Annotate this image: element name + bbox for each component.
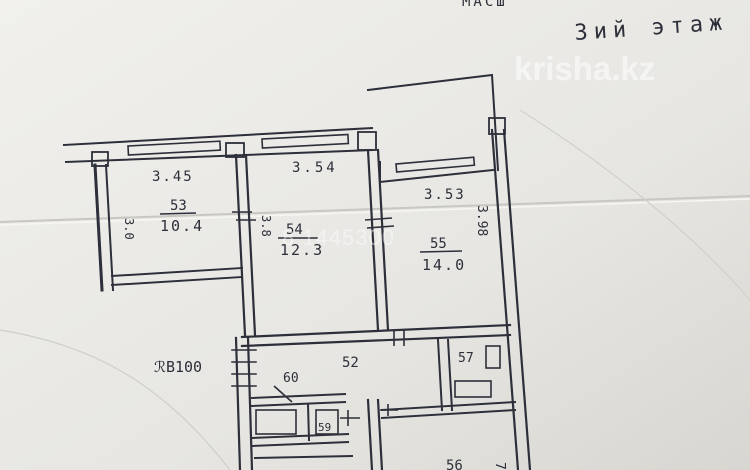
side-mark: 7/ xyxy=(492,462,507,470)
balcony-inner xyxy=(379,161,495,184)
room-60-number: 60 xyxy=(283,371,299,386)
room-53-left-wall-inner xyxy=(104,163,115,292)
room-53-depth: 3.0 xyxy=(122,218,136,240)
door-mark xyxy=(380,404,398,416)
door-mark xyxy=(273,385,293,403)
bathroom-bottom-wall-inner xyxy=(250,440,350,448)
entrance-wall-inner xyxy=(246,336,254,470)
storage-57-wall-inner xyxy=(446,338,454,412)
room-55-fraction-line xyxy=(419,250,463,253)
room-55-labels: 3.53 3.98 55 14.0 xyxy=(419,187,489,274)
toilet xyxy=(315,409,339,435)
room-54-depth: 3.8 xyxy=(259,215,273,237)
room-56-top-wall xyxy=(380,400,517,412)
room-54-number: 54 xyxy=(286,222,303,238)
entrance-door-mark xyxy=(231,349,257,387)
door-marks xyxy=(232,211,405,426)
room-56-left-wall xyxy=(366,398,374,470)
room-55-width: 3.53 xyxy=(424,187,466,203)
room-55-depth: 3.98 xyxy=(474,205,489,236)
wall-53-54 xyxy=(234,153,247,337)
room-53-fraction-line xyxy=(159,212,197,215)
room-53-number: 53 xyxy=(170,198,187,214)
facade-wall-outer xyxy=(62,126,374,147)
room-55-number: 55 xyxy=(430,236,447,252)
room-52-number: 52 xyxy=(342,355,359,371)
paper-fold-line xyxy=(519,109,750,301)
storage-57-fixture xyxy=(454,380,492,398)
wall-54-55 xyxy=(366,148,380,332)
room-56-number: 56 xyxy=(446,458,463,470)
room-56-top-wall-inner xyxy=(380,408,517,420)
balcony-pillar xyxy=(488,117,506,135)
room-57-number: 57 xyxy=(458,351,474,366)
room-53-area: 10.4 xyxy=(160,217,204,235)
room-54-width: 3.54 xyxy=(292,160,338,176)
balcony-window xyxy=(395,156,476,173)
room-53-bottom-wall xyxy=(110,266,244,278)
bathroom-top-wall-inner xyxy=(250,400,347,408)
bathroom-divider xyxy=(306,402,311,442)
facade-wall-inner xyxy=(64,148,374,164)
wall-53-54-inner xyxy=(244,153,257,337)
room-53-left-wall xyxy=(93,163,104,292)
door-mark xyxy=(364,217,395,229)
section-mark: ℛB100 xyxy=(154,358,202,376)
entrance-wall xyxy=(234,336,242,470)
window-room-53 xyxy=(127,140,222,156)
right-exterior-wall xyxy=(490,128,520,470)
room-59-number: 59 xyxy=(318,421,331,434)
bathroom-top-wall xyxy=(250,392,347,400)
bathtub xyxy=(255,409,297,435)
scale-label: МАСШ xyxy=(462,0,508,10)
room-55-area: 14.0 xyxy=(422,256,466,274)
balcony-outline xyxy=(366,73,500,172)
room-53-width: 3.45 xyxy=(152,169,194,185)
watermark-logo: krisha.kz xyxy=(514,50,655,87)
room-56-left-wall-inner xyxy=(376,398,384,470)
lower-partition xyxy=(253,454,354,460)
room-54-area: 12.3 xyxy=(280,241,324,259)
door-mark xyxy=(340,410,360,426)
door-mark xyxy=(393,330,405,346)
storage-57-wall xyxy=(436,338,444,412)
walls xyxy=(62,73,532,470)
storage-57-box xyxy=(485,345,501,369)
door-mark xyxy=(232,211,256,221)
pillar xyxy=(91,151,109,167)
corridor-top-wall xyxy=(240,323,512,339)
corridor-top-wall-inner xyxy=(240,333,512,348)
paper-crease xyxy=(0,329,231,470)
room-53-labels: 3.45 3.0 53 10.4 xyxy=(122,169,204,240)
room-53-bottom-wall-inner xyxy=(110,275,244,287)
window-room-54 xyxy=(261,133,350,149)
right-exterior-wall-inner xyxy=(502,128,532,470)
room-54-labels: 3.54 3.8 54 12.3 xyxy=(259,160,338,259)
watermark-phone: 8 1445300 xyxy=(282,225,395,250)
